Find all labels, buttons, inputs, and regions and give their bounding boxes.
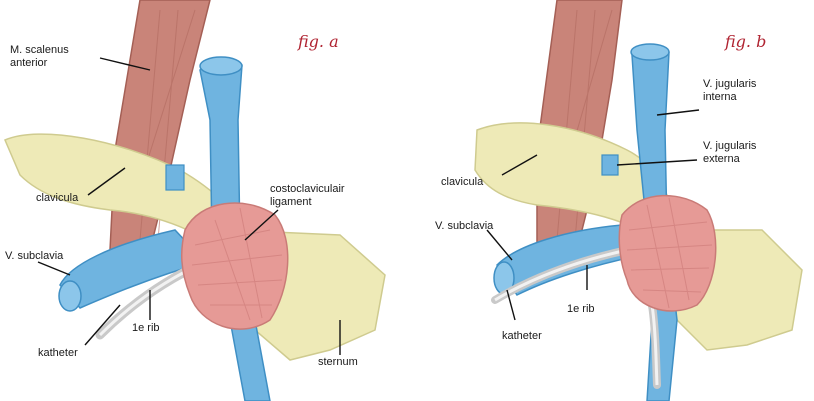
figure-b-illustration xyxy=(407,0,814,401)
label-scalenus-anterior: M. scalenus anterior xyxy=(10,44,69,70)
figure-b-label: fig. b xyxy=(725,32,766,51)
costoclavicular-ligament xyxy=(182,203,288,329)
label-katheter: katheter xyxy=(502,330,542,343)
label-jugularis-interna: V. jugularis interna xyxy=(703,78,756,104)
label-subclavia: V. subclavia xyxy=(5,250,63,263)
label-jugularis-externa: V. jugularis externa xyxy=(703,140,756,166)
label-sternum: sternum xyxy=(318,356,358,369)
label-clavicula: clavicula xyxy=(36,192,78,205)
figure-b-panel: fig. b V. jugularis interna V. jugularis… xyxy=(407,0,814,401)
label-katheter: katheter xyxy=(38,347,78,360)
costoclavicular-ligament xyxy=(619,196,715,311)
figure-a-panel: fig. a M. scalenus anterior clavicula co… xyxy=(0,0,407,401)
figure-a-label: fig. a xyxy=(298,32,339,51)
label-1e-rib: 1e rib xyxy=(567,303,595,316)
label-subclavia: V. subclavia xyxy=(435,220,493,233)
label-1e-rib: 1e rib xyxy=(132,322,160,335)
label-clavicula: clavicula xyxy=(441,176,483,189)
label-costoclaviculair-ligament: costoclaviculair ligament xyxy=(270,183,345,209)
